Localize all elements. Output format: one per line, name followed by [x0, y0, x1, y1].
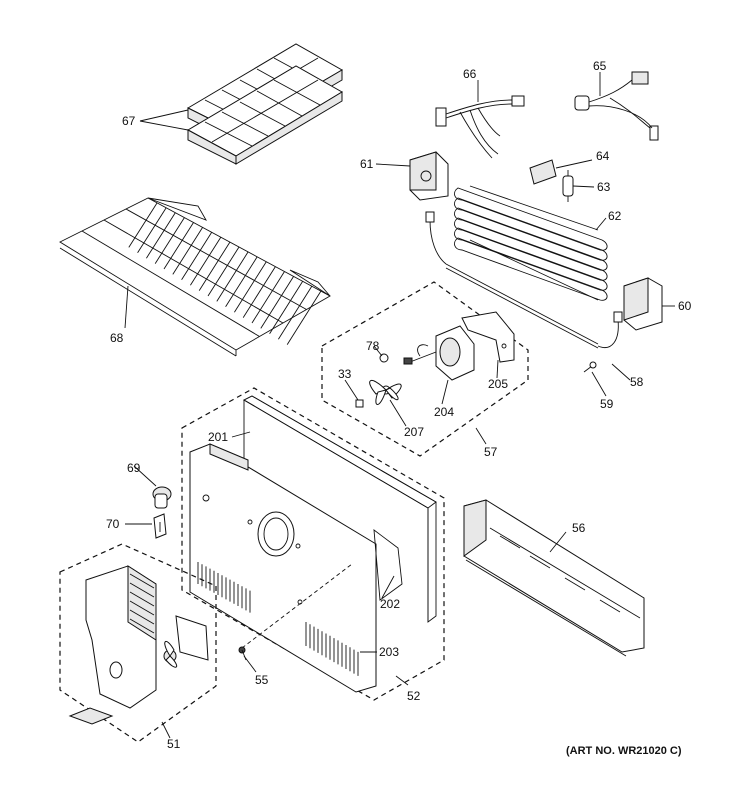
gasket-201	[243, 395, 437, 623]
cover-panel-203	[189, 443, 377, 693]
panel-56	[463, 499, 645, 657]
callout-65: 65	[593, 59, 607, 73]
label-64	[529, 159, 557, 185]
shroud	[85, 565, 157, 709]
defrost-heater-58	[425, 211, 623, 349]
callout-69: 69	[127, 461, 141, 475]
fan-motor-204	[403, 325, 475, 381]
wire-shelf	[59, 197, 331, 357]
nut-33	[355, 399, 364, 408]
screw-55	[238, 646, 247, 661]
callout-207: 207	[404, 425, 424, 439]
callout-67: 67	[122, 114, 136, 128]
callout-201: 201	[208, 430, 228, 444]
callout-55: 55	[255, 673, 269, 687]
screw-59	[583, 361, 597, 373]
dryer-63	[562, 170, 574, 202]
callout-203: 203	[379, 645, 399, 659]
callout-64: 64	[596, 149, 610, 163]
fan-shroud-assembly-51	[59, 543, 217, 743]
callout-202: 202	[380, 597, 400, 611]
evaporator-cover-assembly-52	[181, 387, 445, 701]
leader-lines	[124, 72, 675, 739]
callout-205: 205	[488, 377, 508, 391]
callout-57: 57	[484, 445, 498, 459]
callout-33: 33	[338, 367, 352, 381]
knob-69	[152, 486, 172, 509]
fan-blade-51	[163, 615, 209, 668]
callout-56: 56	[572, 521, 586, 535]
motor-bracket-205	[461, 311, 515, 363]
callout-60: 60	[678, 299, 692, 313]
callout-62: 62	[608, 209, 622, 223]
callout-52: 52	[407, 689, 421, 703]
callout-61: 61	[360, 157, 374, 171]
bracket-61	[409, 151, 449, 201]
callout-204: 204	[434, 405, 454, 419]
defrost-thermostat-harness-65	[574, 71, 659, 141]
fan-motor-assembly-57	[321, 281, 529, 457]
callout-70: 70	[106, 517, 120, 531]
callout-labels: 67 68 66 65 61 64 63 62 60 58 59 78 33 2…	[106, 59, 692, 757]
callout-68: 68	[110, 331, 124, 345]
callout-63: 63	[597, 180, 611, 194]
fan-blade-207	[369, 380, 402, 405]
clip-70	[153, 513, 167, 539]
evaporator-62	[454, 185, 608, 301]
ice-tray-lower	[186, 65, 343, 165]
callout-58: 58	[630, 375, 644, 389]
callout-51: 51	[167, 737, 181, 751]
grille-strip	[68, 707, 114, 725]
wire-harness-66	[435, 95, 525, 159]
insulation-202	[373, 529, 403, 601]
callout-66: 66	[463, 67, 477, 81]
callout-59: 59	[600, 397, 614, 411]
callout-78: 78	[366, 339, 380, 353]
art-number: (ART NO. WR21020 C)	[566, 745, 682, 757]
bracket-60	[623, 277, 663, 331]
